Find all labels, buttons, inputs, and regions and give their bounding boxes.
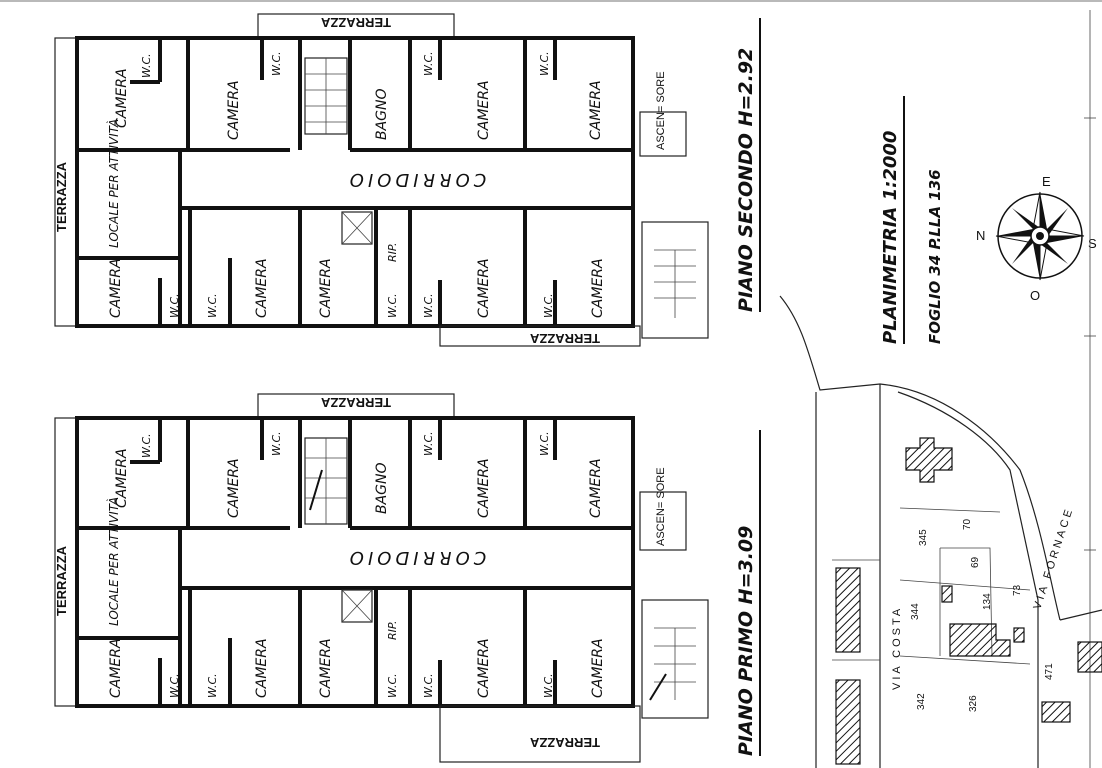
room-label: W.C.: [422, 51, 435, 76]
room-label: W.C.: [422, 673, 435, 698]
room-label: CAMERA: [476, 80, 492, 140]
room-label: W.C.: [270, 51, 283, 76]
room-label: CAMERA: [590, 258, 606, 318]
compass-rose-icon: [995, 191, 1085, 281]
compass-s: S: [1088, 236, 1097, 251]
external-stair-first: [641, 599, 709, 719]
lift-shaft-second: [341, 211, 373, 245]
room-label: CAMERA: [254, 638, 270, 698]
bottom-terrace-label-first: TERRAZZA: [529, 735, 600, 750]
room-label: BAGNO: [374, 88, 390, 140]
parcel-number: 134: [982, 593, 993, 610]
parcel-number: 342: [916, 693, 927, 710]
plan-title-first: PIANO PRIMO H=3.09: [735, 526, 757, 756]
room-label: W.C.: [542, 673, 555, 698]
top-terrace-label-second: TERRAZZA: [320, 15, 391, 30]
parcel-number: 70: [962, 518, 973, 530]
building-hatched: [1041, 701, 1071, 723]
elevator-label-first: ASCEN= SORE: [655, 467, 667, 546]
room-label: W.C.: [422, 293, 435, 318]
top-terrace-label-first: TERRAZZA: [320, 395, 391, 410]
room-label: W.C.: [168, 673, 181, 698]
room-label: CAMERA: [318, 638, 334, 698]
parcel-number: 73: [1012, 584, 1023, 596]
building-hatched: [835, 679, 861, 765]
road-label: VIA COSTA: [891, 606, 903, 690]
side-terrace-label-second: TERRAZZA: [54, 161, 69, 232]
bottom-terrace-label-second: TERRAZZA: [529, 331, 600, 346]
room-label: W.C.: [542, 293, 555, 318]
parcel-number: 345: [918, 529, 929, 546]
room-label: CAMERA: [476, 258, 492, 318]
room-label: W.C.: [140, 53, 153, 78]
room-label: W.C.: [386, 293, 399, 318]
room-label: W.C.: [270, 431, 283, 456]
room-label: W.C.: [206, 293, 219, 318]
room-label: CAMERA: [318, 258, 334, 318]
room-label: CAMERA: [114, 68, 130, 128]
site-plan-subtitle: FOGLIO 34 P.LLA 136: [926, 169, 944, 344]
corridor-label-second: CORRIDOIO: [346, 169, 487, 190]
room-label: W.C.: [538, 431, 551, 456]
corridor-label-first: CORRIDOIO: [346, 547, 487, 568]
building-outline-first: [75, 416, 635, 708]
plan-title-second: PIANO SECONDO H=2.92: [735, 48, 757, 312]
bottom-terrace-second: [439, 325, 641, 347]
room-label: CAMERA: [476, 458, 492, 518]
room-label: RIP.: [386, 620, 399, 640]
room-label: BAGNO: [374, 462, 390, 514]
compass-o: O: [1030, 288, 1040, 303]
compass-e: E: [1042, 174, 1051, 189]
external-stair-second: [641, 221, 709, 339]
building-outline-second: [75, 36, 635, 328]
room-label: CAMERA: [588, 458, 604, 518]
parcel-number: 326: [968, 695, 979, 712]
lift-shaft-first: [341, 589, 373, 623]
room-label: CAMERA: [590, 638, 606, 698]
room-label: CAMERA: [226, 80, 242, 140]
floor-plan-second: TERRAZZA TERRAZZA: [54, 13, 761, 347]
room-label: CAMERA: [114, 448, 130, 508]
road-boundary: [779, 295, 1061, 621]
room-label: W.C.: [386, 673, 399, 698]
elevator-box-first: [639, 491, 687, 551]
elevator-label-second: ASCEN= SORE: [655, 71, 667, 150]
bottom-terrace-first: [439, 705, 641, 763]
room-label: W.C.: [422, 431, 435, 456]
parcel-number: 471: [1044, 663, 1055, 680]
room-label: CAMERA: [588, 80, 604, 140]
parcel-number: 69: [970, 556, 981, 568]
room-label: W.C.: [168, 293, 181, 318]
room-label: W.C.: [140, 433, 153, 458]
room-label: CAMERA: [254, 258, 270, 318]
building-hatched: [835, 567, 861, 653]
side-terrace-label-first: TERRAZZA: [54, 545, 69, 616]
room-label: CAMERA: [108, 638, 124, 698]
room-label: CAMERA: [108, 258, 124, 318]
floor-plan-first: TERRAZZA TERRAZZA: [54, 393, 761, 763]
building-subject: [949, 623, 1011, 657]
site-plan: PLANIMETRIA 1:2000 FOGLIO 34 P.LLA 136 N…: [779, 10, 1102, 768]
building-hatched: [941, 585, 953, 603]
room-label: LOCALE PER ATTIVITÀ: [106, 119, 121, 248]
building-hatched: [905, 437, 953, 483]
site-plan-title: PLANIMETRIA 1:2000: [880, 131, 901, 344]
room-label: LOCALE PER ATTIVITÀ: [106, 497, 121, 626]
compass-n: N: [976, 228, 985, 243]
room-label: CAMERA: [476, 638, 492, 698]
building-hatched: [1077, 641, 1102, 673]
parcel-number: 344: [910, 603, 921, 620]
room-label: W.C.: [206, 673, 219, 698]
elevator-box-second: [639, 111, 687, 157]
room-label: CAMERA: [226, 458, 242, 518]
building-hatched: [1013, 627, 1025, 643]
room-label: W.C.: [538, 51, 551, 76]
room-label: RIP.: [386, 242, 399, 262]
